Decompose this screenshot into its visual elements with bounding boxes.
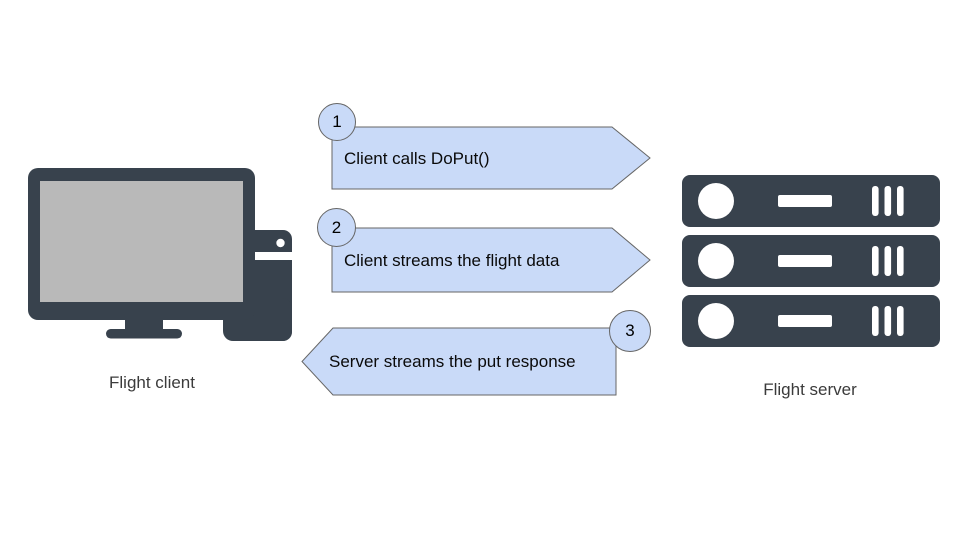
- server-caption: Flight server: [763, 380, 857, 399]
- step-3-label: Server streams the put response: [329, 352, 576, 371]
- step-3-arrow-left: [301, 327, 617, 396]
- server-3-vent: [872, 306, 879, 336]
- step-1-number: 1: [332, 112, 342, 131]
- monitor-stand-neck: [125, 320, 163, 331]
- step-2-badge: 2: [317, 208, 356, 247]
- step-3-badge: 3: [609, 310, 651, 352]
- server-2-vent: [884, 246, 892, 276]
- server-1-slot: [778, 195, 832, 207]
- server-rack-icon: [682, 175, 940, 347]
- server-1-disc: [698, 183, 734, 219]
- server-3-vent: [897, 306, 904, 336]
- step-1-arrow-right: [331, 126, 651, 190]
- server-2-vent: [872, 246, 879, 276]
- desktop-computer-icon: [28, 168, 292, 341]
- step-2-number: 2: [331, 217, 342, 237]
- phone-divider: [250, 252, 292, 260]
- server-3-disc: [698, 303, 734, 339]
- client-caption: Flight client: [109, 373, 195, 392]
- step-1-badge: 1: [318, 103, 356, 141]
- server-2-vent: [897, 246, 904, 276]
- server-3-vent: [884, 306, 892, 336]
- step-3-number: 3: [625, 321, 635, 340]
- server-3-slot: [778, 315, 832, 327]
- server-1-vent: [897, 186, 904, 216]
- monitor-screen: [40, 181, 243, 302]
- phone-camera-dot: [276, 238, 285, 248]
- server-1-vent: [872, 186, 879, 216]
- step-2-arrow-right: [331, 227, 651, 293]
- step-2-label: Client streams the flight data: [344, 250, 560, 270]
- step-1-label: Client calls DoPut(): [344, 148, 490, 168]
- server-1-vent: [884, 186, 892, 216]
- server-2-disc: [698, 243, 734, 279]
- monitor-stand-base: [106, 329, 182, 339]
- server-2-slot: [778, 255, 832, 267]
